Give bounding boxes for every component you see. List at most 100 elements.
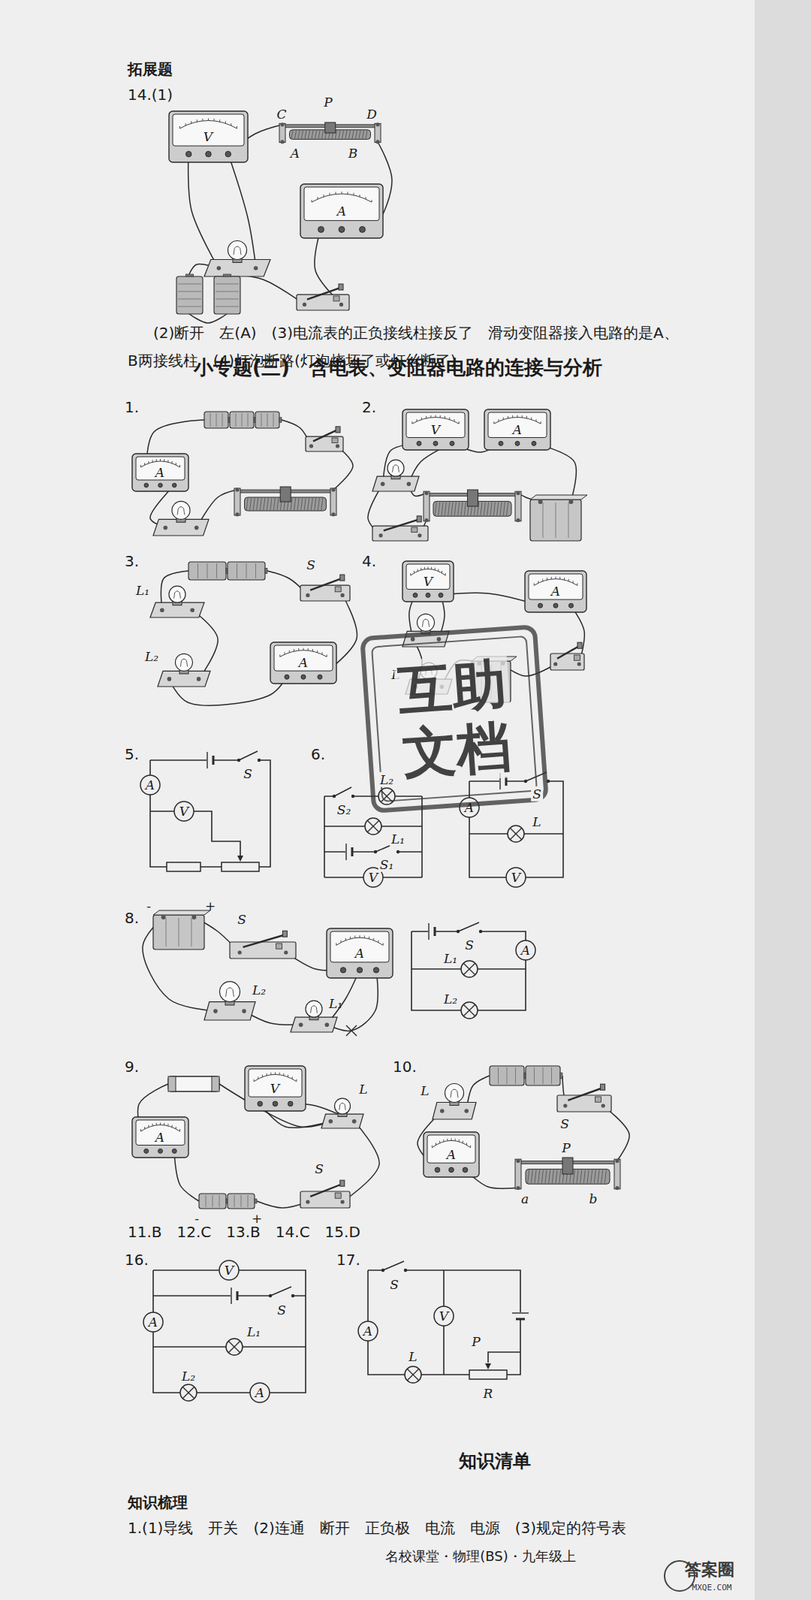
meter-case <box>423 1131 480 1177</box>
stamp <box>361 626 546 811</box>
switch-letter: S <box>463 937 476 953</box>
lamp-cross <box>367 820 380 833</box>
cell-plate <box>236 1290 239 1300</box>
meter-tick <box>373 937 374 941</box>
coil-turn <box>321 497 323 510</box>
terminal-letter: B <box>348 145 359 161</box>
meter-face <box>406 412 465 438</box>
meter-letter: A <box>363 1323 373 1339</box>
meter-scale <box>431 1139 471 1147</box>
rheostat-terminal <box>280 139 284 144</box>
terminal-letter: D <box>366 106 377 122</box>
meter-tick <box>462 1140 464 1143</box>
watermark-logo: 答案圈 <box>684 1559 735 1580</box>
switch <box>305 426 344 452</box>
question-number: 14.(1) <box>127 85 173 104</box>
switch <box>550 642 585 670</box>
battery-cell <box>227 561 268 580</box>
rheostat-terminal <box>235 512 239 516</box>
meter-symbol <box>515 940 536 960</box>
stamp-layer <box>361 626 695 1591</box>
coil-turn <box>480 501 483 516</box>
cell-body <box>489 1065 525 1086</box>
meter-tick <box>152 459 154 462</box>
meter-tick <box>435 415 437 418</box>
question-number: 17. <box>336 1250 361 1269</box>
coil-turn <box>345 130 347 139</box>
meter-tick <box>287 1074 289 1077</box>
meter-terminal <box>359 226 366 233</box>
meter-symbol <box>174 801 194 821</box>
meter-tick <box>345 937 347 941</box>
resistor-cap <box>168 1076 176 1092</box>
battery-cell <box>198 1193 229 1209</box>
coil-turn <box>273 497 275 510</box>
coil-turn <box>497 501 499 516</box>
meter-tick <box>451 1137 453 1140</box>
cell-stripe <box>255 563 257 579</box>
meter-symbol <box>506 867 526 887</box>
lamp-terminal <box>464 1108 469 1113</box>
bulb <box>445 1083 465 1103</box>
filament <box>174 590 181 599</box>
lamp-terminal <box>217 265 222 271</box>
coil-turn <box>317 497 320 510</box>
switch-letter: S₂ <box>335 801 353 818</box>
cell-plate <box>212 755 215 765</box>
meter-tick <box>335 191 337 194</box>
coil-turn <box>266 497 269 510</box>
meter-letter: V <box>203 129 213 145</box>
cell-plate <box>512 1311 529 1313</box>
meter-tick <box>354 935 356 938</box>
meter-tick <box>555 576 557 579</box>
resistor-symbol <box>469 1369 507 1379</box>
cell-stripe <box>542 1067 544 1084</box>
coil-turn <box>362 130 365 139</box>
cell-stripe <box>246 563 248 579</box>
lamp-terminal <box>194 525 199 531</box>
cell-stripe <box>235 413 237 427</box>
coil-turn <box>322 130 324 139</box>
coil-turn <box>601 1169 603 1183</box>
wire <box>411 931 526 1010</box>
meter-terminal <box>225 150 231 157</box>
meter-tick <box>434 567 436 570</box>
wire <box>533 443 576 502</box>
meter-tick <box>530 417 532 420</box>
cell-stripe <box>222 413 224 427</box>
bulb <box>171 500 190 519</box>
meter-tick <box>279 1072 281 1075</box>
meter-tick <box>443 1139 444 1142</box>
filament <box>233 246 242 255</box>
cell-plate <box>515 1317 525 1321</box>
switch-dot <box>257 758 261 762</box>
coil-turn <box>308 130 311 139</box>
meter-tick <box>156 1122 157 1125</box>
wire <box>192 609 218 679</box>
meter-terminal <box>186 150 192 157</box>
meter-tick <box>421 417 423 420</box>
answer-text: 1.(1)导线 开关 (2)连通 断开 正负极 电流 电源 (3)规定的符号表 <box>127 1518 627 1537</box>
meter-tick <box>417 569 419 572</box>
meter-tick <box>572 580 574 583</box>
meter-tick <box>437 569 439 572</box>
question-number: 1. <box>124 397 139 417</box>
rheostat-end <box>234 488 241 516</box>
lamp-terminal <box>162 525 168 531</box>
meter-tick <box>283 1073 284 1076</box>
lamp-symbol <box>461 960 478 977</box>
cell-body <box>198 1193 227 1209</box>
cell-stripe <box>216 563 218 579</box>
lamp <box>157 653 211 687</box>
meter-tick <box>289 650 290 653</box>
meter-tick <box>326 654 328 657</box>
meter-tick <box>179 464 181 468</box>
lamp-letter: L <box>420 1082 429 1098</box>
slider-letter: P <box>470 1333 482 1349</box>
wire <box>333 446 353 490</box>
coil-turn <box>314 497 317 510</box>
meter-symbol <box>434 1305 454 1326</box>
meter-tick <box>329 192 331 196</box>
switch-dot <box>291 1293 295 1297</box>
